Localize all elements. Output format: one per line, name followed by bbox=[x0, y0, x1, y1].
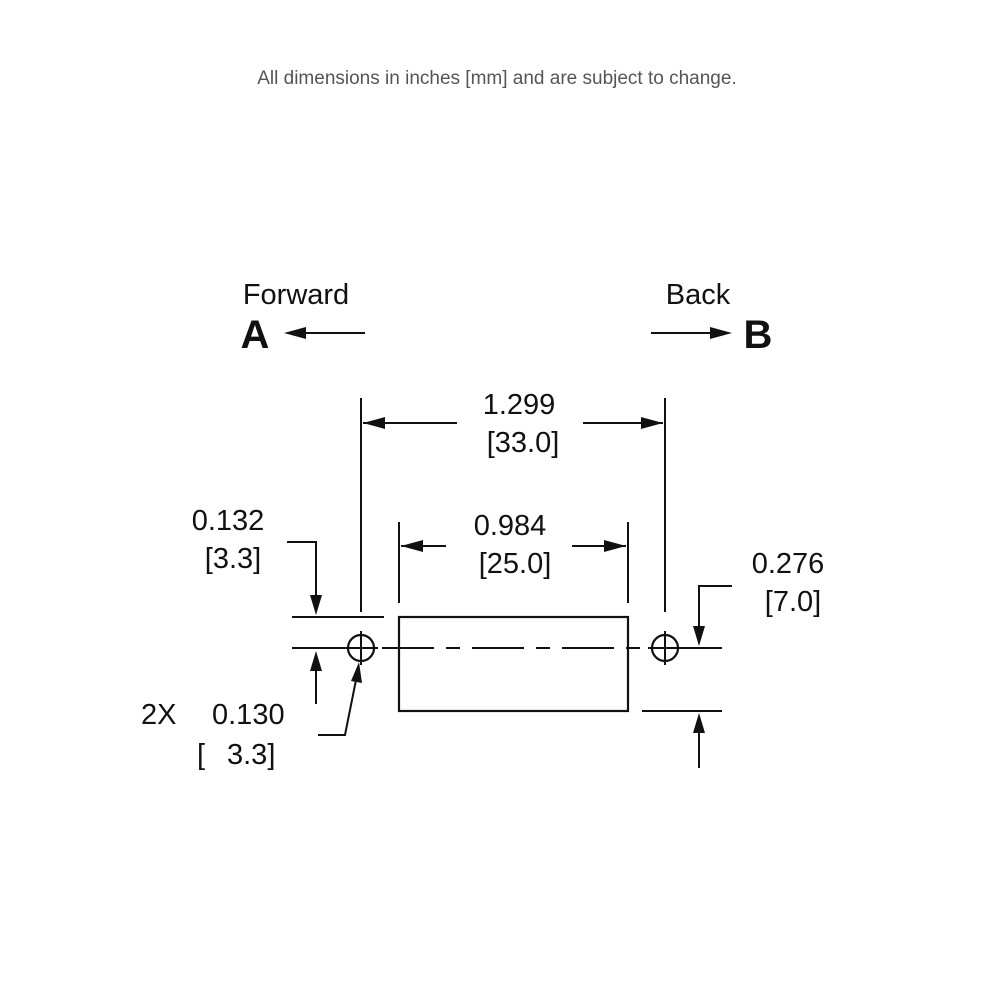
dimensions-note: All dimensions in inches [mm] and are su… bbox=[257, 68, 736, 89]
forward-letter: A bbox=[241, 313, 270, 357]
mounting-hole-left bbox=[344, 631, 378, 665]
arrow-head-down bbox=[310, 595, 322, 615]
part-body bbox=[397, 615, 630, 713]
body-length-mm: [25.0] bbox=[479, 548, 552, 580]
mounting-hole-right bbox=[648, 631, 682, 665]
hole-count: 2X bbox=[141, 699, 176, 731]
arrow-head-right bbox=[604, 540, 626, 552]
back-arrow-head bbox=[710, 327, 732, 339]
back-indicator: Back B bbox=[651, 279, 772, 357]
arrow-head-left bbox=[401, 540, 423, 552]
hole-diameter-mm-bracket: [ bbox=[197, 739, 205, 771]
leader-arrow-head bbox=[351, 662, 362, 683]
hole-diameter-inches: 0.130 bbox=[212, 699, 285, 731]
flange-thickness-inches: 0.132 bbox=[192, 505, 265, 537]
overall-length-dimension: 1.299 [33.0] bbox=[360, 389, 666, 612]
body-length-dimension: 0.984 [25.0] bbox=[398, 510, 629, 603]
arrow-head-left bbox=[363, 417, 385, 429]
forward-indicator: Forward A bbox=[241, 279, 365, 357]
back-letter: B bbox=[744, 313, 773, 357]
flange-thickness-dimension: 0.132 [3.3] bbox=[192, 505, 384, 704]
forward-label: Forward bbox=[243, 279, 349, 311]
hole-diameter-callout: 2X 0.130 [ 3.3] bbox=[141, 662, 362, 771]
arrow-head-up bbox=[693, 713, 705, 733]
body-height-inches: 0.276 bbox=[752, 548, 825, 580]
leader-line bbox=[318, 679, 357, 736]
overall-length-inches: 1.299 bbox=[483, 389, 556, 421]
body-length-inches: 0.984 bbox=[474, 510, 547, 542]
hole-diameter-mm: 3.3] bbox=[227, 739, 275, 771]
back-label: Back bbox=[666, 279, 731, 311]
body-height-mm: [7.0] bbox=[765, 586, 821, 618]
leader-top bbox=[698, 585, 732, 630]
leader-top bbox=[287, 541, 317, 598]
arrow-head-right bbox=[641, 417, 663, 429]
body-height-dimension: 0.276 [7.0] bbox=[642, 548, 824, 768]
arrow-head-down bbox=[693, 626, 705, 646]
forward-arrow-head bbox=[284, 327, 306, 339]
arrow-head-up bbox=[310, 651, 322, 671]
flange-thickness-mm: [3.3] bbox=[205, 543, 261, 575]
overall-length-mm: [33.0] bbox=[487, 427, 560, 459]
